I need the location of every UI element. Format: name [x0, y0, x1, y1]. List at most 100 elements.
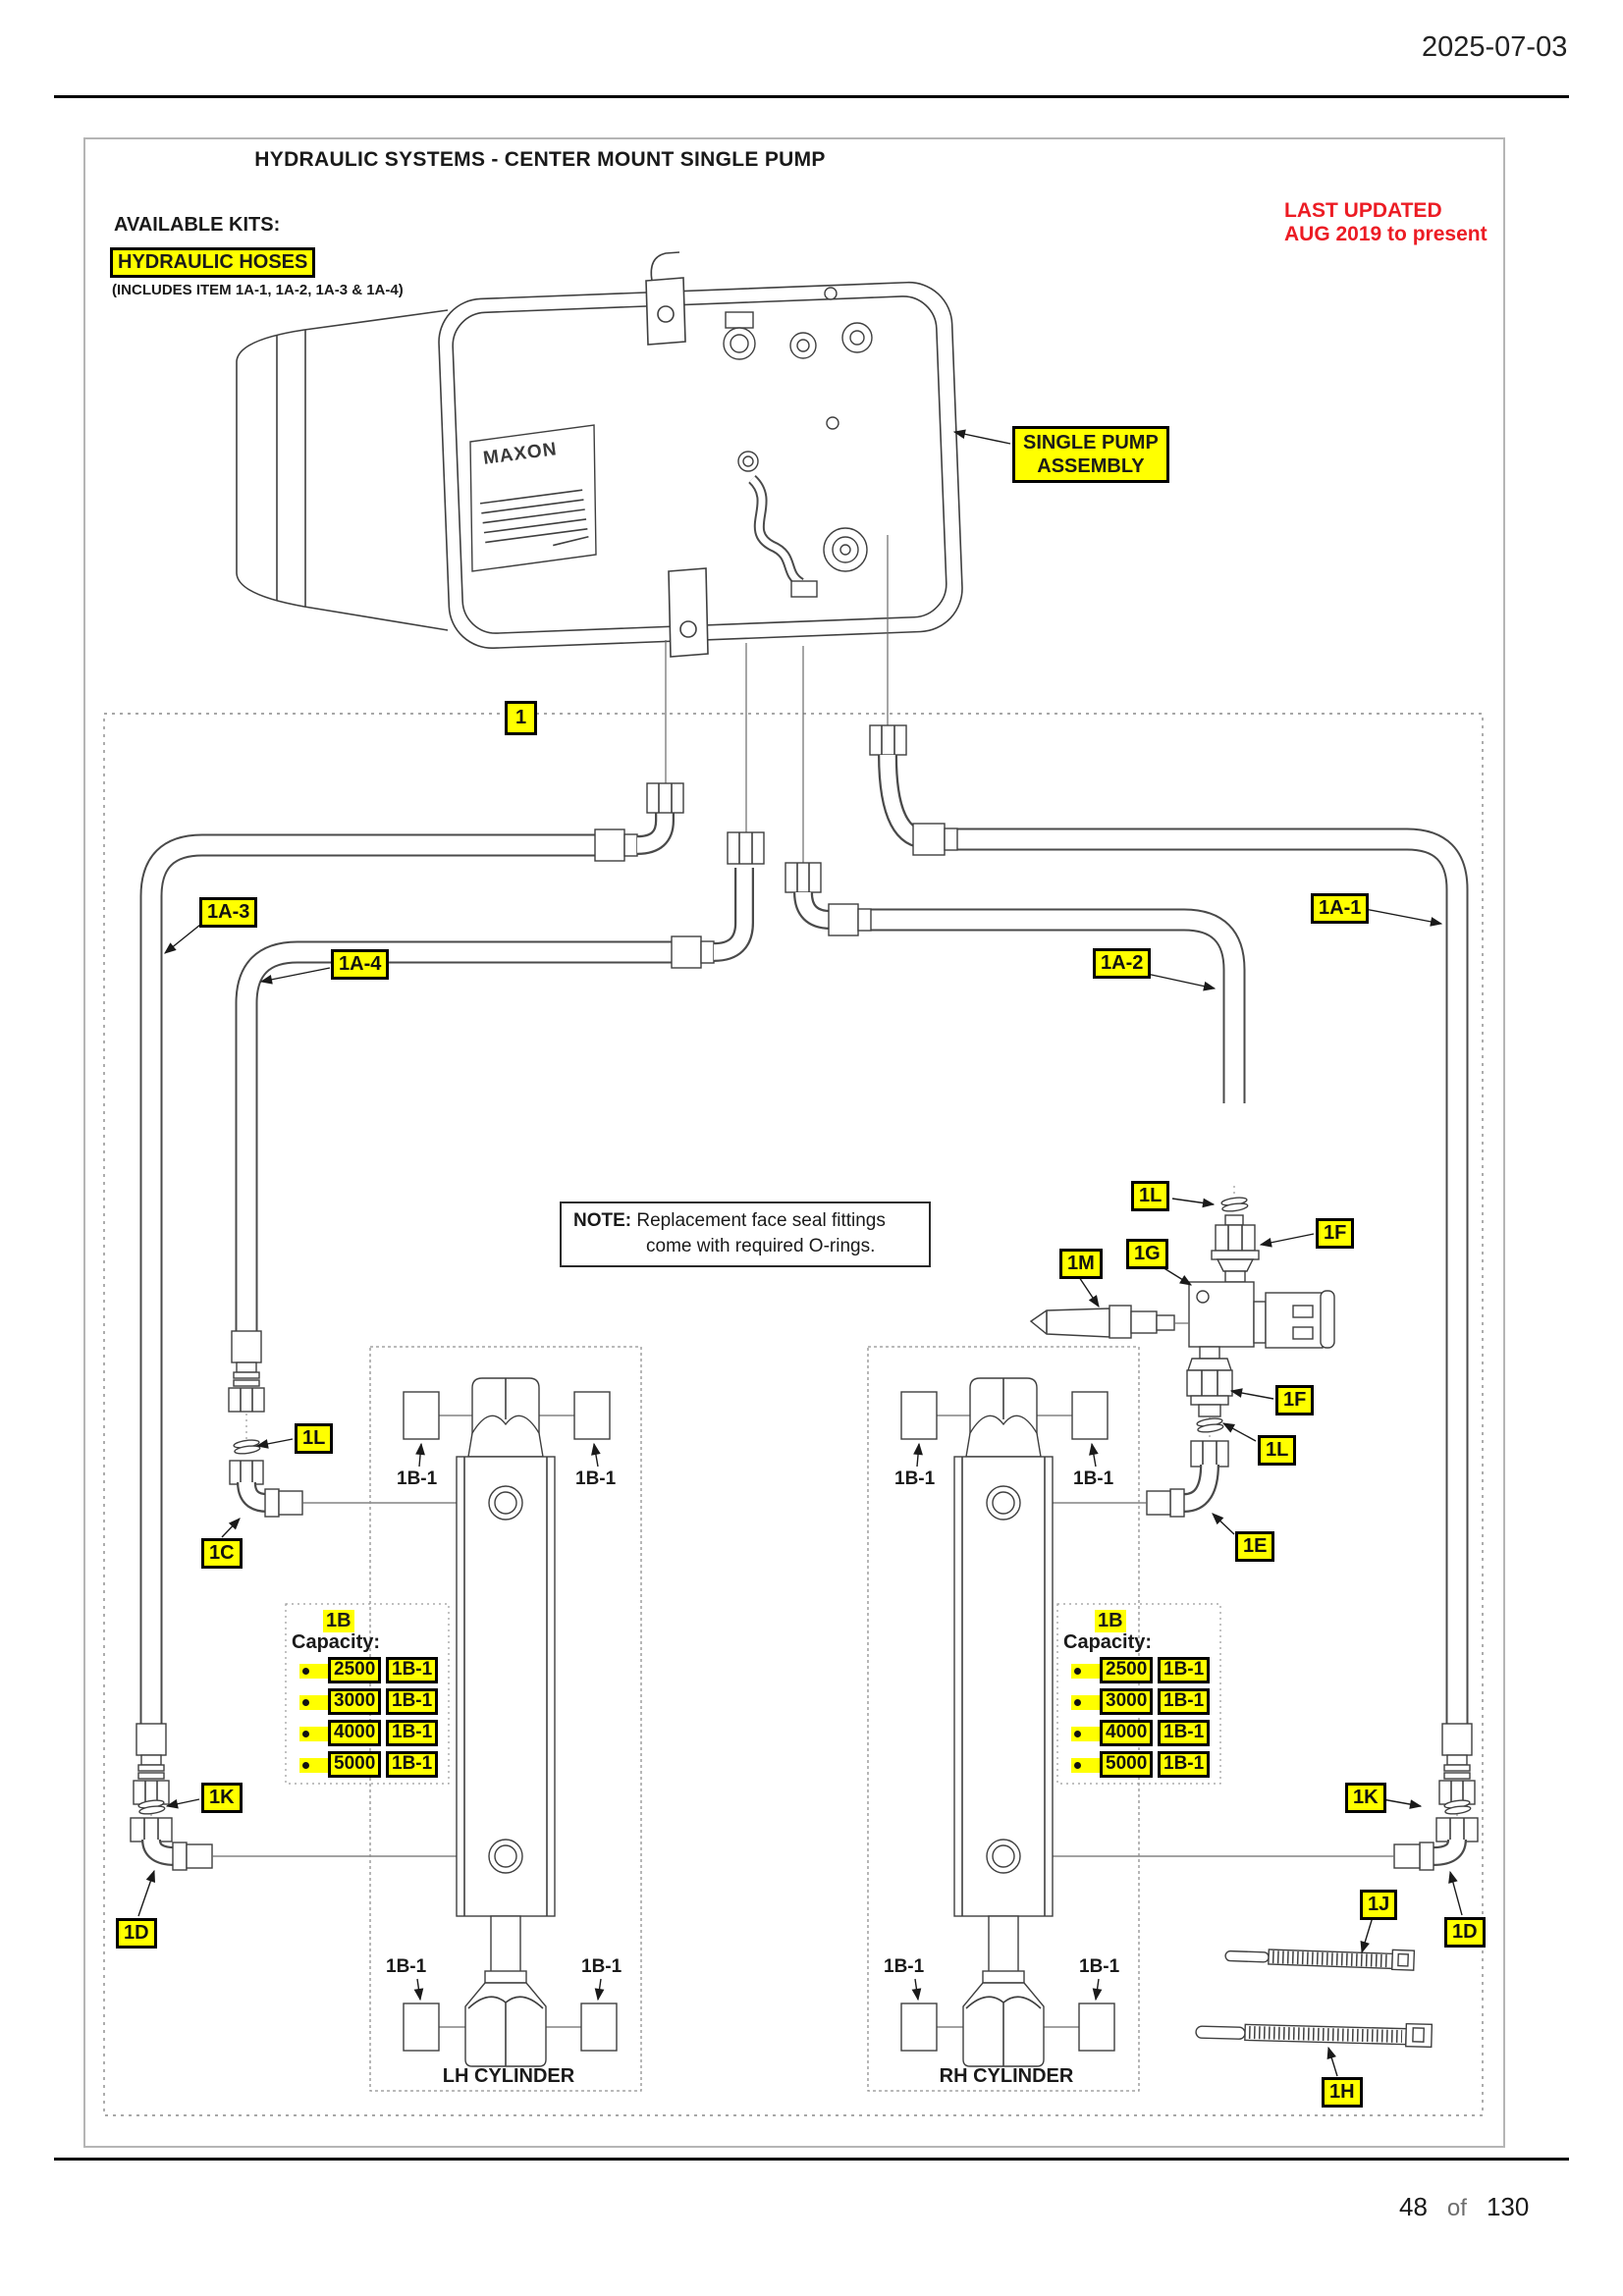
bullet: [1071, 1695, 1101, 1710]
callout-1g: 1G: [1126, 1239, 1168, 1269]
pump-callout-line1: SINGLE PUMP: [1023, 432, 1159, 454]
document-date: 2025-07-03: [1422, 31, 1568, 63]
callout-1d-left: 1D: [116, 1918, 157, 1949]
hose-1a1: [869, 724, 1469, 1726]
last-updated-line1: LAST UPDATED: [1284, 199, 1442, 222]
footer-rule: [54, 2158, 1569, 2161]
bushing-label-lh-tl: 1B-1: [397, 1468, 438, 1489]
bushing-label-rh-br: 1B-1: [1079, 1956, 1120, 1977]
fitting-stack-1a1-end: [1393, 1723, 1479, 1871]
capacity-value[interactable]: 3000: [328, 1688, 382, 1715]
cable-tie-1j-drawing: [1224, 1949, 1416, 1971]
rh-cylinder-label: RH CYLINDER: [939, 2065, 1074, 2087]
maxon-plate: [469, 424, 597, 572]
bushing-label-lh-tr: 1B-1: [575, 1468, 617, 1489]
page-current: 48: [1399, 2192, 1428, 2221]
capacity-part[interactable]: 1B-1: [1158, 1688, 1211, 1715]
lh-capacity-box: [285, 1603, 450, 1785]
cable-tie-1h-drawing: [1195, 2022, 1434, 2049]
bullet: [1071, 1758, 1101, 1773]
capacity-part[interactable]: 1B-1: [1158, 1751, 1211, 1778]
callout-1k-right: 1K: [1345, 1783, 1386, 1813]
capacity-part[interactable]: 1B-1: [1158, 1720, 1211, 1746]
page-total: 130: [1486, 2192, 1530, 2221]
note-line2: come with required O-rings.: [646, 1235, 876, 1256]
note-box: NOTE: Replacement face seal fittings com…: [560, 1201, 931, 1268]
pump-assembly-drawing: [236, 251, 963, 658]
header-rule: [54, 95, 1569, 98]
capacity-part[interactable]: 1B-1: [1158, 1657, 1211, 1683]
callout-1d-right: 1D: [1444, 1917, 1486, 1948]
callout-1a4: 1A-4: [331, 949, 390, 980]
capacity-value[interactable]: 2500: [328, 1657, 382, 1683]
callout-arrows: [137, 429, 1463, 2077]
callout-1l-valve-top: 1L: [1131, 1181, 1170, 1211]
callout-1a1: 1A-1: [1311, 893, 1370, 924]
capacity-value[interactable]: 5000: [1100, 1751, 1154, 1778]
capacity-part[interactable]: 1B-1: [386, 1657, 439, 1683]
capacity-heading: Capacity:: [1063, 1631, 1153, 1653]
capacity-code: 1B: [323, 1610, 354, 1632]
content-border: [83, 137, 1505, 2148]
callout-1k-left: 1K: [201, 1783, 243, 1813]
fitting-stack-1a3-end: [130, 1723, 213, 1871]
hose-1a2: [784, 862, 1246, 1103]
bushing-label-rh-tr: 1B-1: [1073, 1468, 1114, 1489]
callout-1j: 1J: [1360, 1890, 1398, 1920]
capacity-part[interactable]: 1B-1: [386, 1720, 439, 1746]
pump-leader-lines: [665, 535, 889, 864]
note-line1: Replacement face seal fittings: [636, 1210, 886, 1231]
bushing-label-lh-br: 1B-1: [581, 1956, 622, 1977]
capacity-part[interactable]: 1B-1: [386, 1751, 439, 1778]
capacity-part[interactable]: 1B-1: [386, 1688, 439, 1715]
available-kits-heading: AVAILABLE KITS:: [114, 214, 281, 236]
kit-link-hydraulic-hoses[interactable]: HYDRAULIC HOSES: [110, 247, 316, 278]
callout-1c: 1C: [201, 1538, 243, 1569]
bullet: [299, 1664, 329, 1679]
page-title: HYDRAULIC SYSTEMS - CENTER MOUNT SINGLE …: [254, 148, 826, 171]
page-separator: of: [1446, 2195, 1467, 2221]
rh-cylinder-drawing: [868, 1347, 1139, 2091]
note-bold: NOTE:: [573, 1210, 632, 1231]
hose-1m-drawing: [1029, 1308, 1110, 1338]
capacity-value[interactable]: 5000: [328, 1751, 382, 1778]
callout-1e: 1E: [1235, 1531, 1275, 1562]
callout-1a2: 1A-2: [1093, 948, 1152, 979]
bullet: [1071, 1727, 1101, 1741]
bullet: [299, 1695, 329, 1710]
callout-1f-valve-top: 1F: [1316, 1218, 1355, 1249]
lh-cylinder-label: LH CYLINDER: [442, 2065, 575, 2087]
callout-1l-left: 1L: [295, 1423, 334, 1454]
capacity-code: 1B: [1095, 1610, 1126, 1632]
pump-fittings: [723, 287, 873, 472]
callout-1a3: 1A-3: [199, 897, 258, 928]
kit-includes-note: (INCLUDES ITEM 1A-1, 1A-2, 1A-3 & 1A-4): [112, 282, 404, 298]
callout-1m: 1M: [1059, 1249, 1103, 1279]
callout-1h: 1H: [1322, 2077, 1363, 2108]
pump-callout-line2: ASSEMBLY: [1037, 455, 1145, 477]
capacity-value[interactable]: 4000: [1100, 1720, 1154, 1746]
capacity-value[interactable]: 3000: [1100, 1688, 1154, 1715]
hose-1a4: [235, 831, 765, 1333]
capacity-value[interactable]: 2500: [1100, 1657, 1154, 1683]
callout-1f-valve-bottom: 1F: [1275, 1385, 1315, 1415]
fitting-stack-1a4-end: [228, 1330, 303, 1518]
last-updated-line2: AUG 2019 to present: [1284, 222, 1488, 245]
callout-1l-valve-bottom: 1L: [1258, 1435, 1297, 1466]
last-updated-note: LAST UPDATED AUG 2019 to present: [1284, 199, 1488, 245]
lh-cylinder-drawing: [370, 1347, 641, 2091]
valve-assembly: [1029, 1196, 1335, 1518]
bullet: [299, 1727, 329, 1741]
bushing-label-rh-bl: 1B-1: [884, 1956, 925, 1977]
capacity-value[interactable]: 4000: [328, 1720, 382, 1746]
hose-1a3: [139, 782, 684, 1726]
capacity-heading: Capacity:: [292, 1631, 381, 1653]
callout-1: 1: [505, 701, 538, 735]
bullet: [299, 1758, 329, 1773]
page-number: 48 of 130: [1399, 2192, 1529, 2222]
single-pump-assembly-callout: SINGLE PUMP ASSEMBLY: [1012, 426, 1169, 483]
rh-capacity-box: [1056, 1603, 1221, 1785]
bushing-label-lh-bl: 1B-1: [386, 1956, 427, 1977]
